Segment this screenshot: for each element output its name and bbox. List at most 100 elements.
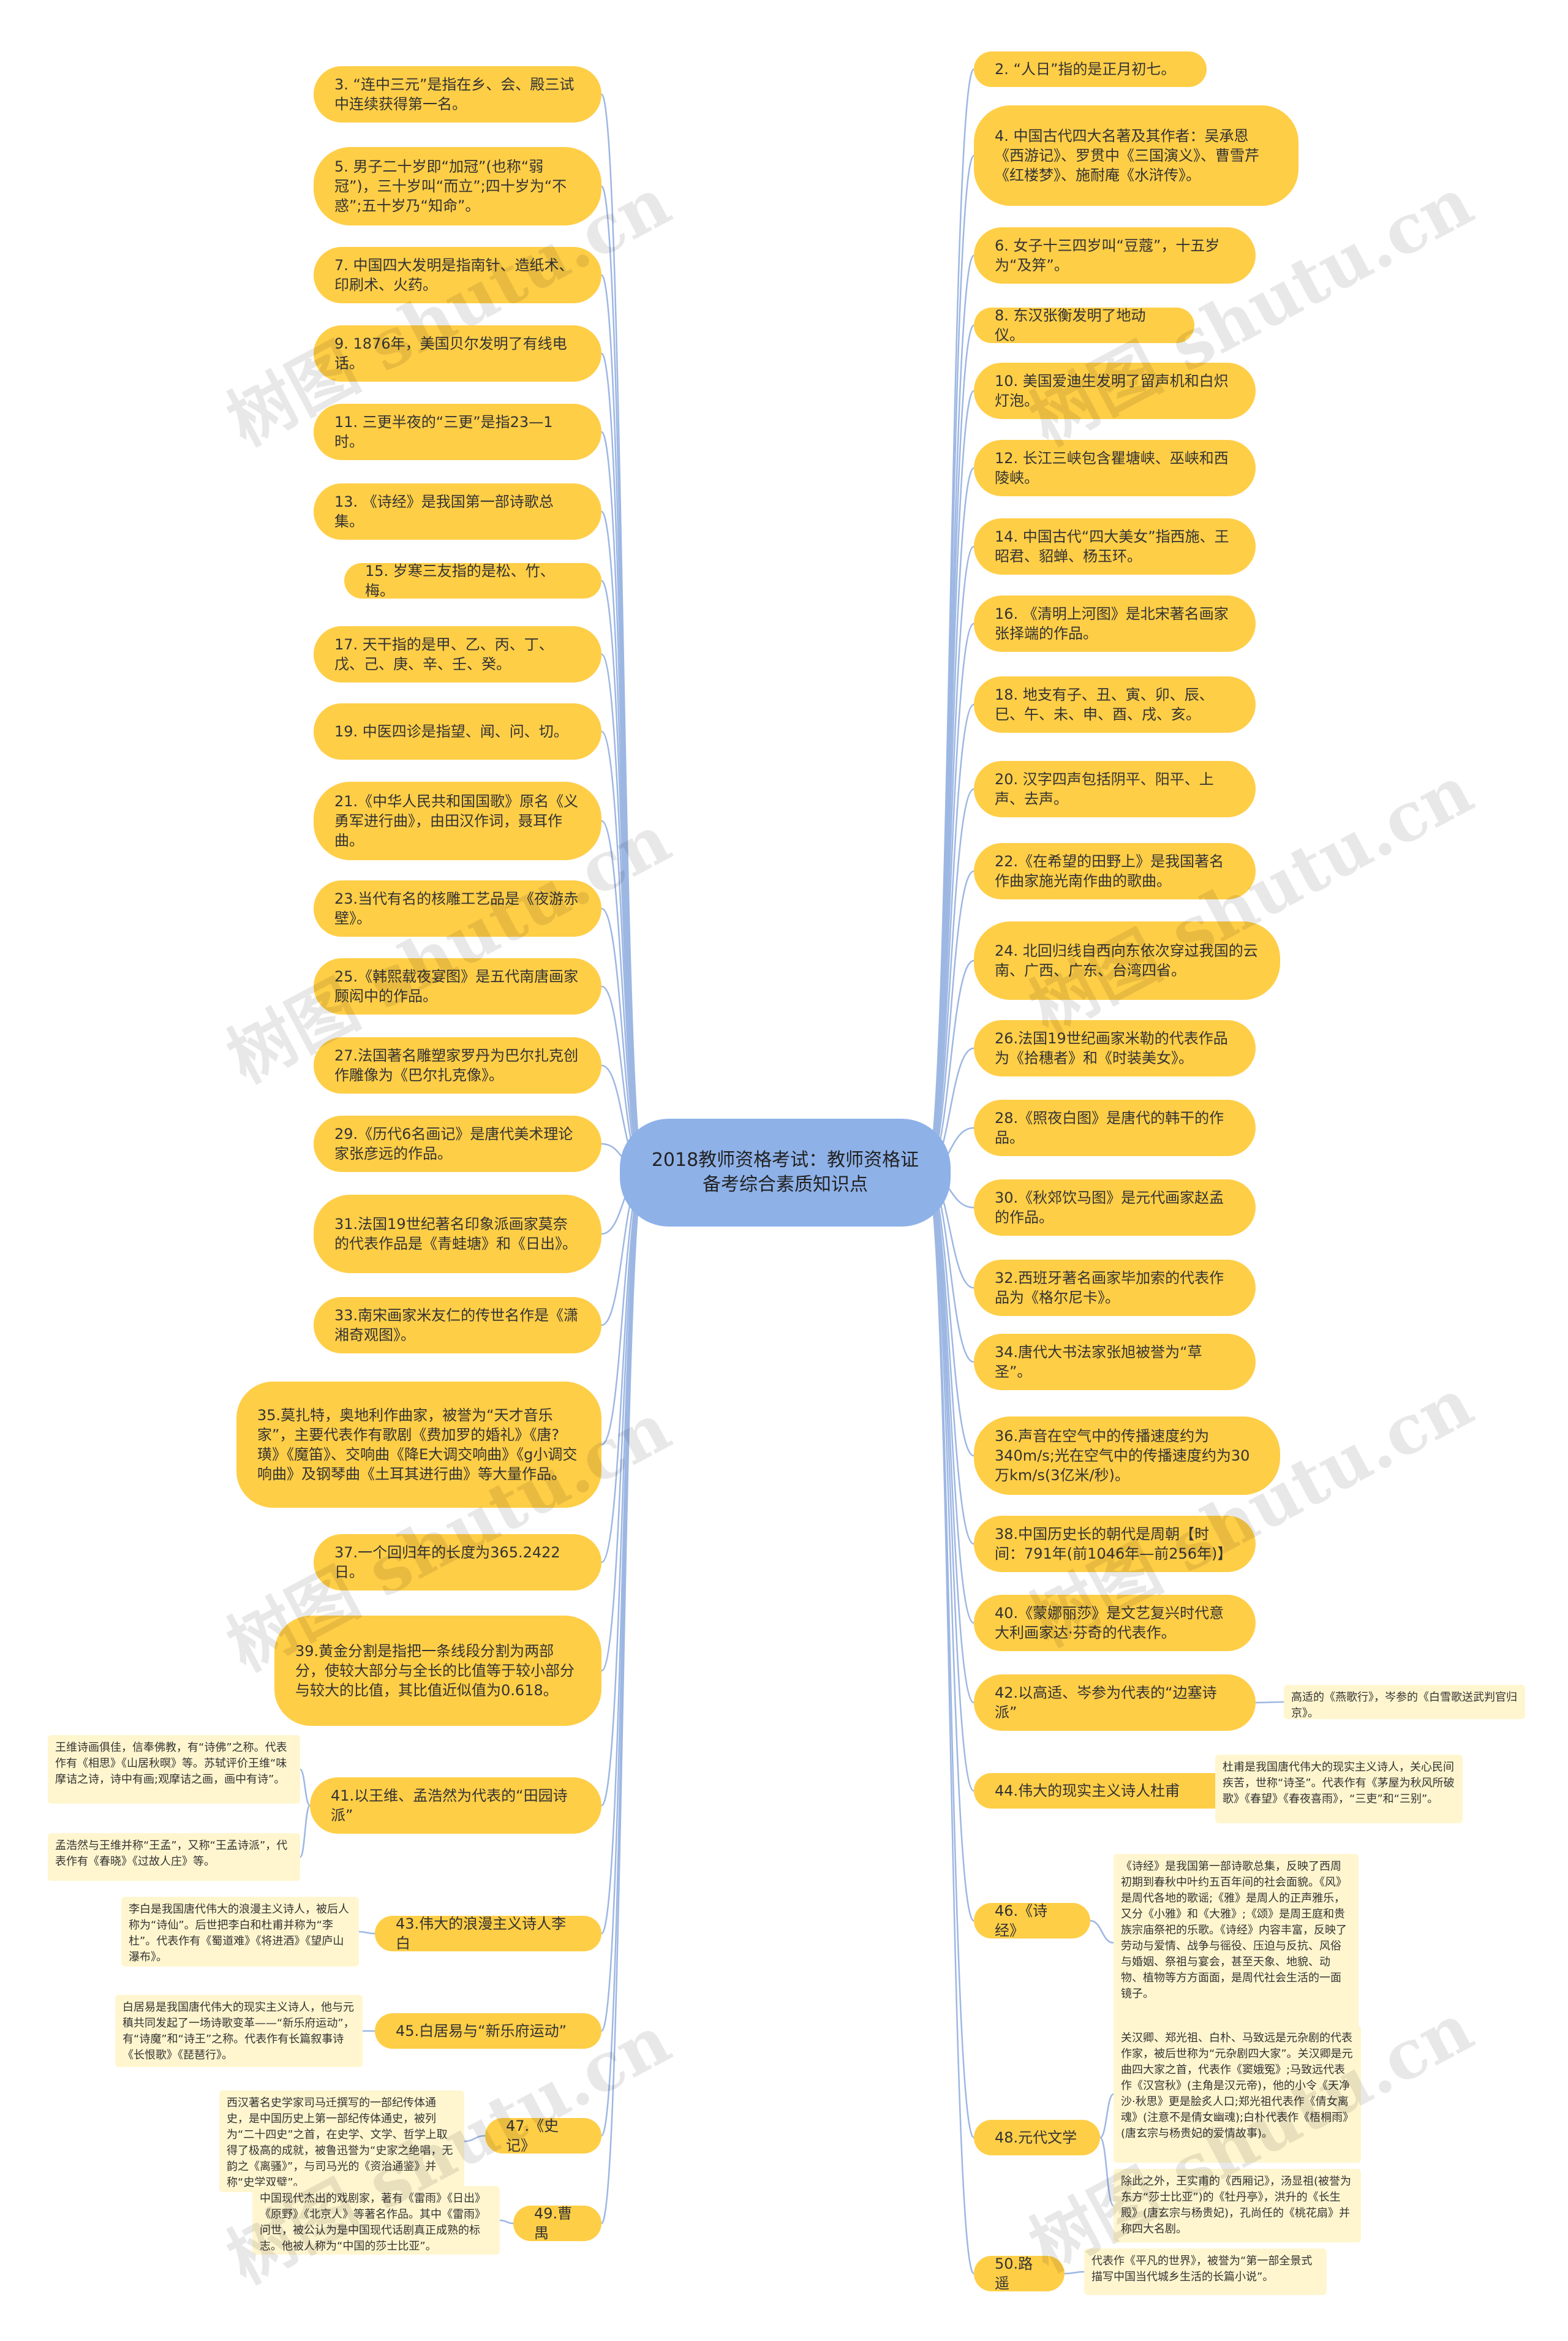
topic-n15[interactable]: 15. 岁寒三友指的是松、竹、梅。 [344, 562, 601, 599]
note-c44[interactable]: 杜甫是我国唐代伟大的现实主义诗人，关心民间疾苦，世称“诗圣”。代表作有《茅屋为秋… [1215, 1755, 1463, 1823]
topic-label: 29.《历代6名画记》是唐代美术理论家张彦远的作品。 [334, 1125, 573, 1162]
topic-label: 13. 《诗经》是我国第一部诗歌总集。 [334, 493, 554, 530]
topic-n43[interactable]: 43.伟大的浪漫主义诗人李白 [375, 1915, 601, 1952]
link-root-n16 [925, 622, 974, 1174]
topic-label: 10. 美国爱迪生发明了留声机和白炽灯泡。 [995, 373, 1229, 409]
topic-label: 17. 天干指的是甲、乙、丙、丁、戊、己、庚、辛、壬、癸。 [334, 636, 554, 673]
topic-n48[interactable]: 48.元代文学 [974, 2120, 1100, 2155]
note-c45[interactable]: 白居易是我国唐代伟大的现实主义诗人，他与元稹共同发起了一场诗歌变革——“新乐府运… [115, 1995, 363, 2067]
link-root-n5 [600, 185, 646, 1174]
topic-n38[interactable]: 38.中国历史长的朝代是周朝【时间：791年(前1046年—前256年)】 [974, 1516, 1256, 1572]
note-c43[interactable]: 李白是我国唐代伟大的浪漫主义诗人，被后人称为“诗仙”。后世把李白和杜甫并称为“李… [121, 1897, 359, 1967]
topic-label: 27.法国著名雕塑家罗丹为巴尔扎克创作雕像为《巴尔扎克像》。 [334, 1047, 579, 1084]
note-c46[interactable]: 《诗经》是我国第一部诗歌总集，反映了西周初期到春秋中叶约五百年间的社会面貌。《风… [1114, 1854, 1359, 2032]
note-c50[interactable]: 代表作《平凡的世界》，被誉为“第一部全景式描写中国当代城乡生活的长篇小说”。 [1084, 2248, 1327, 2295]
topic-n29[interactable]: 29.《历代6名画记》是唐代美术理论家张彦远的作品。 [314, 1116, 601, 1172]
topic-n26[interactable]: 26.法国19世纪画家米勒的代表作品为《拾穗者》和《时装美女》。 [974, 1020, 1256, 1076]
topic-n16[interactable]: 16. 《清明上河图》是北宋著名画家张择端的作品。 [974, 596, 1256, 652]
topic-n30[interactable]: 30.《秋郊饮马图》是元代画家赵孟的作品。 [974, 1179, 1256, 1236]
link-root-n3 [600, 93, 646, 1174]
topic-n14[interactable]: 14. 中国古代“四大美女”指西施、王昭君、貂蝉、杨玉环。 [974, 518, 1256, 575]
link-root-n13 [600, 510, 646, 1174]
topic-label: 31.法国19世纪著名印象派画家莫奈的代表作品是《青蛙塘》和《日出》。 [334, 1216, 577, 1252]
topic-n44[interactable]: 44.伟大的现实主义诗人杜甫 [974, 1773, 1231, 1809]
topic-label: 42.以高适、岑参为代表的“边塞诗派” [995, 1684, 1217, 1721]
topic-n9[interactable]: 9. 1876年，美国贝尔发明了有线电话。 [314, 325, 601, 382]
topic-label: 28.《照夜白图》是唐代的韩干的作品。 [995, 1110, 1224, 1146]
link-root-n45 [600, 1171, 646, 2032]
topic-label: 35.莫扎特，奥地利作曲家，被誉为“天才音乐家”，主要代表作有歌剧《费加罗的婚礼… [257, 1407, 578, 1483]
topic-n31[interactable]: 31.法国19世纪著名印象派画家莫奈的代表作品是《青蛙塘》和《日出》。 [314, 1195, 601, 1273]
topic-n4[interactable]: 4. 中国古代四大名著及其作者：吴承恩《西游记》、罗贯中《三国演义》、曹雪芹《红… [974, 105, 1298, 206]
topic-n50[interactable]: 50.路遥 [974, 2255, 1065, 2292]
link-n48-c48b [1099, 2136, 1115, 2207]
link-root-n11 [600, 431, 646, 1174]
link-root-n9 [600, 352, 646, 1174]
topic-label: 4. 中国古代四大名著及其作者：吴承恩《西游记》、罗贯中《三国演义》、曹雪芹《红… [995, 127, 1259, 184]
note-c49[interactable]: 中国现代杰出的戏剧家，著有《雷雨》《日出》《原野》《北京人》等著名作品。其中《雷… [252, 2186, 500, 2255]
topic-label: 5. 男子二十岁即“加冠”(也称“弱冠”)，三十岁叫“而立”;四十岁为“不惑”;… [334, 158, 567, 214]
topic-n18[interactable]: 18. 地支有子、丑、寅、卯、辰、巳、午、未、申、酉、戌、亥。 [974, 676, 1256, 733]
link-root-n43 [600, 1171, 646, 1935]
topic-n8[interactable]: 8. 东汉张衡发明了地动仪。 [974, 307, 1194, 344]
topic-n41[interactable]: 41.以王维、孟浩然为代表的“田园诗派” [310, 1777, 601, 1834]
topic-n37[interactable]: 37.一个回归年的长度为365.2422日。 [314, 1534, 601, 1590]
topic-n39[interactable]: 39.黄金分割是指把一条线段分割为两部分，使较大部分与全长的比值等于较小部分与较… [274, 1616, 601, 1726]
topic-n46[interactable]: 46.《诗经》 [974, 1902, 1090, 1939]
link-root-n14 [925, 545, 975, 1174]
topic-n25[interactable]: 25.《韩熙载夜宴图》是五代南唐画家顾闳中的作品。 [314, 958, 601, 1015]
topic-n20[interactable]: 20. 汉字四声包括阴平、阳平、上声、去声。 [974, 761, 1256, 817]
topic-n10[interactable]: 10. 美国爱迪生发明了留声机和白炽灯泡。 [974, 363, 1256, 419]
topic-n34[interactable]: 34.唐代大书法家张旭被誉为“草圣”。 [974, 1334, 1256, 1390]
topic-n2[interactable]: 2. “人日”指的是正月初七。 [974, 51, 1207, 87]
link-root-n12 [925, 467, 975, 1174]
topic-n27[interactable]: 27.法国著名雕塑家罗丹为巴尔扎克创作雕像为《巴尔扎克像》。 [314, 1037, 601, 1094]
note-c47[interactable]: 西汉著名史学家司马迁撰写的一部纪传体通史，是中国历史上第一部纪传体通史，被列为“… [219, 2090, 464, 2192]
topic-n5[interactable]: 5. 男子二十岁即“加冠”(也称“弱冠”)，三十岁叫“而立”;四十岁为“不惑”;… [314, 147, 601, 225]
link-root-n19 [601, 730, 645, 1174]
note-label: 孟浩然与王维并称“王孟”，又称“王孟诗派”，代表作有《春晓》《过故人庄》等。 [55, 1839, 288, 1868]
topic-n35[interactable]: 35.莫扎特，奥地利作曲家，被誉为“天才音乐家”，主要代表作有歌剧《费加罗的婚礼… [236, 1382, 601, 1508]
topic-n17[interactable]: 17. 天干指的是甲、乙、丙、丁、戊、己、庚、辛、壬、癸。 [314, 626, 601, 683]
topic-n42[interactable]: 42.以高适、岑参为代表的“边塞诗派” [974, 1674, 1256, 1731]
topic-n22[interactable]: 22.《在希望的田野上》是我国著名作曲家施光南作曲的歌曲。 [974, 843, 1256, 899]
topic-n13[interactable]: 13. 《诗经》是我国第一部诗歌总集。 [314, 483, 601, 540]
topic-label: 20. 汉字四声包括阴平、阳平、上声、去声。 [995, 771, 1214, 807]
note-c42[interactable]: 高适的《燕歌行》，岑参的《白雪歌送武判官归京》。 [1284, 1685, 1525, 1720]
link-root-n40 [925, 1171, 974, 1624]
topic-n21[interactable]: 21.《中华人民共和国国歌》原名《义勇军进行曲》，由田汉作词，聂耳作曲。 [314, 782, 601, 860]
note-c41a[interactable]: 王维诗画俱佳，信奉佛教，有“诗佛”之称。代表作有《相思》《山居秋暝》等。苏轼评价… [48, 1735, 300, 1804]
root-topic-root[interactable]: 2018教师资格考试：教师资格证备考综合素质知识点 [620, 1119, 951, 1227]
note-c48a[interactable]: 关汉卿、郑光祖、白朴、马致远是元杂剧的代表作家，被后世称为“元杂剧四大家”。关汉… [1114, 2025, 1361, 2163]
note-c41b[interactable]: 孟浩然与王维并称“王孟”，又称“王孟诗派”，代表作有《春晓》《过故人庄》等。 [48, 1833, 300, 1881]
topic-n40[interactable]: 40.《蒙娜丽莎》是文艺复兴时代意大利画家达·芬奇的代表作。 [974, 1595, 1256, 1651]
topic-n6[interactable]: 6. 女子十三四岁叫“豆蔻”，十五岁为“及笄”。 [974, 227, 1256, 284]
topic-n45[interactable]: 45.白居易与“新乐府运动” [375, 2013, 601, 2049]
note-c48b[interactable]: 除此之外，王实甫的《西厢记》，汤显祖(被誉为东方“莎士比亚”)的《牡丹亭》，洪升… [1114, 2169, 1361, 2242]
topic-label: 18. 地支有子、丑、寅、卯、辰、巳、午、未、申、酉、戌、亥。 [995, 686, 1214, 723]
topic-n32[interactable]: 32.西班牙著名画家毕加索的代表作品为《格尔尼卡》。 [974, 1260, 1256, 1316]
topic-n11[interactable]: 11. 三更半夜的“三更”是指23—1时。 [314, 404, 601, 460]
topic-n33[interactable]: 33.南宋画家米友仁的传世名作是《潇湘奇观图》。 [314, 1297, 601, 1353]
link-root-n8 [925, 324, 975, 1174]
topic-n49[interactable]: 49.曹禺 [513, 2205, 601, 2242]
topic-n19[interactable]: 19. 中医四诊是指望、闻、问、切。 [314, 703, 601, 760]
topic-n36[interactable]: 36.声音在空气中的传播速度约为340m/s;光在空气中的传播速度约为30万km… [974, 1416, 1280, 1495]
topic-label: 26.法国19世纪画家米勒的代表作品为《拾穗者》和《时装美女》。 [995, 1030, 1228, 1067]
topic-label: 46.《诗经》 [995, 1902, 1048, 1939]
topic-label: 49.曹禺 [534, 2205, 573, 2242]
topic-n24[interactable]: 24. 北回归线自西向东依次穿过我国的云南、广西、广东、台湾四省。 [974, 921, 1280, 1000]
link-root-n7 [600, 274, 646, 1174]
topic-label: 37.一个回归年的长度为365.2422日。 [334, 1544, 560, 1581]
topic-label: 30.《秋郊饮马图》是元代画家赵孟的作品。 [995, 1189, 1224, 1226]
topic-n12[interactable]: 12. 长江三峡包含瞿塘峡、巫峡和西陵峡。 [974, 440, 1256, 496]
topic-n28[interactable]: 28.《照夜白图》是唐代的韩干的作品。 [974, 1100, 1256, 1156]
topic-n47[interactable]: 47.《史记》 [485, 2117, 601, 2154]
note-label: 杜甫是我国唐代伟大的现实主义诗人，关心民间疾苦，世称“诗圣”。代表作有《茅屋为秋… [1223, 1761, 1455, 1806]
note-label: 王维诗画俱佳，信奉佛教，有“诗佛”之称。代表作有《相思》《山居秋暝》等。苏轼评价… [55, 1741, 287, 1786]
topic-n23[interactable]: 23.当代有名的核雕工艺品是《夜游赤壁》。 [314, 880, 601, 937]
topic-n7[interactable]: 7. 中国四大发明是指南针、造纸术、印刷术、火药。 [314, 247, 601, 303]
topic-label: 12. 长江三峡包含瞿塘峡、巫峡和西陵峡。 [995, 450, 1229, 486]
topic-n3[interactable]: 3. “连中三元”是指在乡、会、殿三试中连续获得第一名。 [314, 66, 601, 123]
